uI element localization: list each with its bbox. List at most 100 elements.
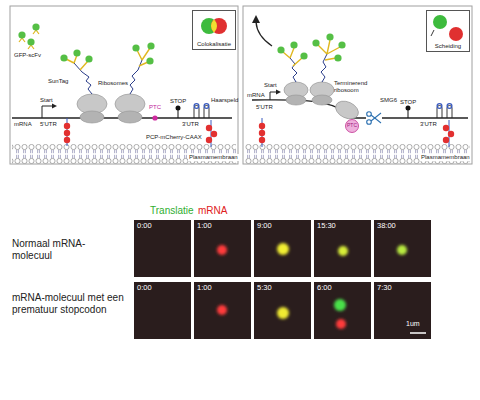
mrna-strand [382,117,468,118]
green-spot [334,299,346,311]
red-spot [336,319,346,329]
part-label: Ribosomes [98,80,128,87]
ribosome-small [80,111,104,123]
inset-box: Scheiding [426,10,470,52]
gfp-dot [147,42,154,49]
release-arrow [256,22,272,46]
timestamp: 15:30 [317,222,336,230]
microscopy-frame: 0:00 [134,220,191,277]
inset-caption: Scheiding [435,43,461,50]
part-label: STOP [170,98,186,105]
microscopy-frame: 7:30 [374,282,431,339]
ribosome-small [286,95,306,105]
hairpin [437,106,452,119]
yellow-spot [277,243,289,255]
gfp-dot [326,33,333,40]
gfp-dot [73,49,80,56]
panel-frame [10,6,238,164]
ptc-mark [346,120,359,133]
mcherry-dot [443,137,449,143]
timestamp: 9:00 [257,222,272,230]
ribosome-small [118,111,142,123]
row-label: Normaal mRNA-molecuul [12,238,96,261]
timestamp: 1:00 [197,284,212,292]
gfp-dot [300,52,307,59]
part-label: 3'UTR [420,121,437,128]
part-label: Terminerend ribosoom [334,80,378,94]
gfp-dot [18,31,25,38]
part-label: SMG6 [380,97,397,104]
part-label: SunTag [48,78,68,85]
nascent-chain [290,58,297,82]
nascent-chain [321,54,327,82]
part-label: 5'UTR [40,121,57,128]
hairpin [194,106,209,119]
red-circle [211,18,227,34]
pcp-protein [204,104,209,109]
microscopy-frame: 6:00 [314,282,371,339]
gfp-dot [277,46,284,53]
timestamp: 1:00 [197,222,212,230]
gfp-dot [312,39,319,46]
microscopy-frame: 1:00 [194,220,251,277]
ribosome-small [312,95,332,105]
ptc-mark [152,115,157,120]
inset-caption: Colokalisatie [197,41,231,48]
part-label: PTC [347,123,357,129]
overlap-yellow [211,18,227,34]
scfv-binder [19,30,39,49]
part-label: Plasmamembraan [420,154,471,161]
timestamp: 5:30 [257,284,272,292]
part-label: PCP-mCherry-CAAX [146,134,202,141]
mcherry-dot [64,137,70,143]
timestamp: 0:00 [137,284,152,292]
part-label: 1um [406,320,420,328]
part-label: PTC [149,104,161,111]
gfp-dot [132,44,139,51]
part-label: mRNA [14,121,32,128]
start-arrow [270,92,276,100]
start-arrow [42,106,52,118]
part-label: mRNA [247,92,265,99]
gfp-dot [32,23,39,30]
microscopy-frame: 15:30 [314,220,371,277]
mcherry-dot [206,137,212,143]
part-label: 3'UTR [182,121,199,128]
stop-pin [408,110,409,118]
mcherry-dot [211,131,217,137]
gfp-dot [27,38,34,45]
yellow-spot [338,246,348,256]
mcherry-dot [259,130,265,136]
gfp-dot [338,41,345,48]
green-circle [433,15,447,29]
row-label: mRNA-molecuul met een prematuur stopcodo… [12,292,137,315]
yellow-spot [397,245,407,255]
microscopy-frame: 38:00 [374,220,431,277]
red-spot [217,245,227,255]
part-label: GFP-scFv [14,52,41,59]
separation-arrow [431,30,434,36]
part-label: Start [264,82,277,89]
ribosome-large [333,98,362,123]
red-circle [449,27,463,41]
microscopy-frame: 5:30 [254,282,311,339]
mcherry-dot [448,131,454,137]
timestamp: 6:00 [317,284,332,292]
gfp-dot [60,54,67,61]
inset-box: Colokalisatie [192,10,236,50]
stop-pin [406,106,411,111]
gfp-dot [290,41,297,48]
panel-frame [243,6,472,164]
pcp-protein [194,104,199,109]
microscopy-frame: 1:00 [194,282,251,339]
part-label: Haarspeld [211,97,238,104]
arrow-head [276,90,281,95]
scfv-binder [283,40,340,66]
mcherry-dot [64,123,70,129]
timestamp: 7:30 [377,284,392,292]
row-label: Translatie [150,205,194,217]
pcp-protein [447,104,452,109]
